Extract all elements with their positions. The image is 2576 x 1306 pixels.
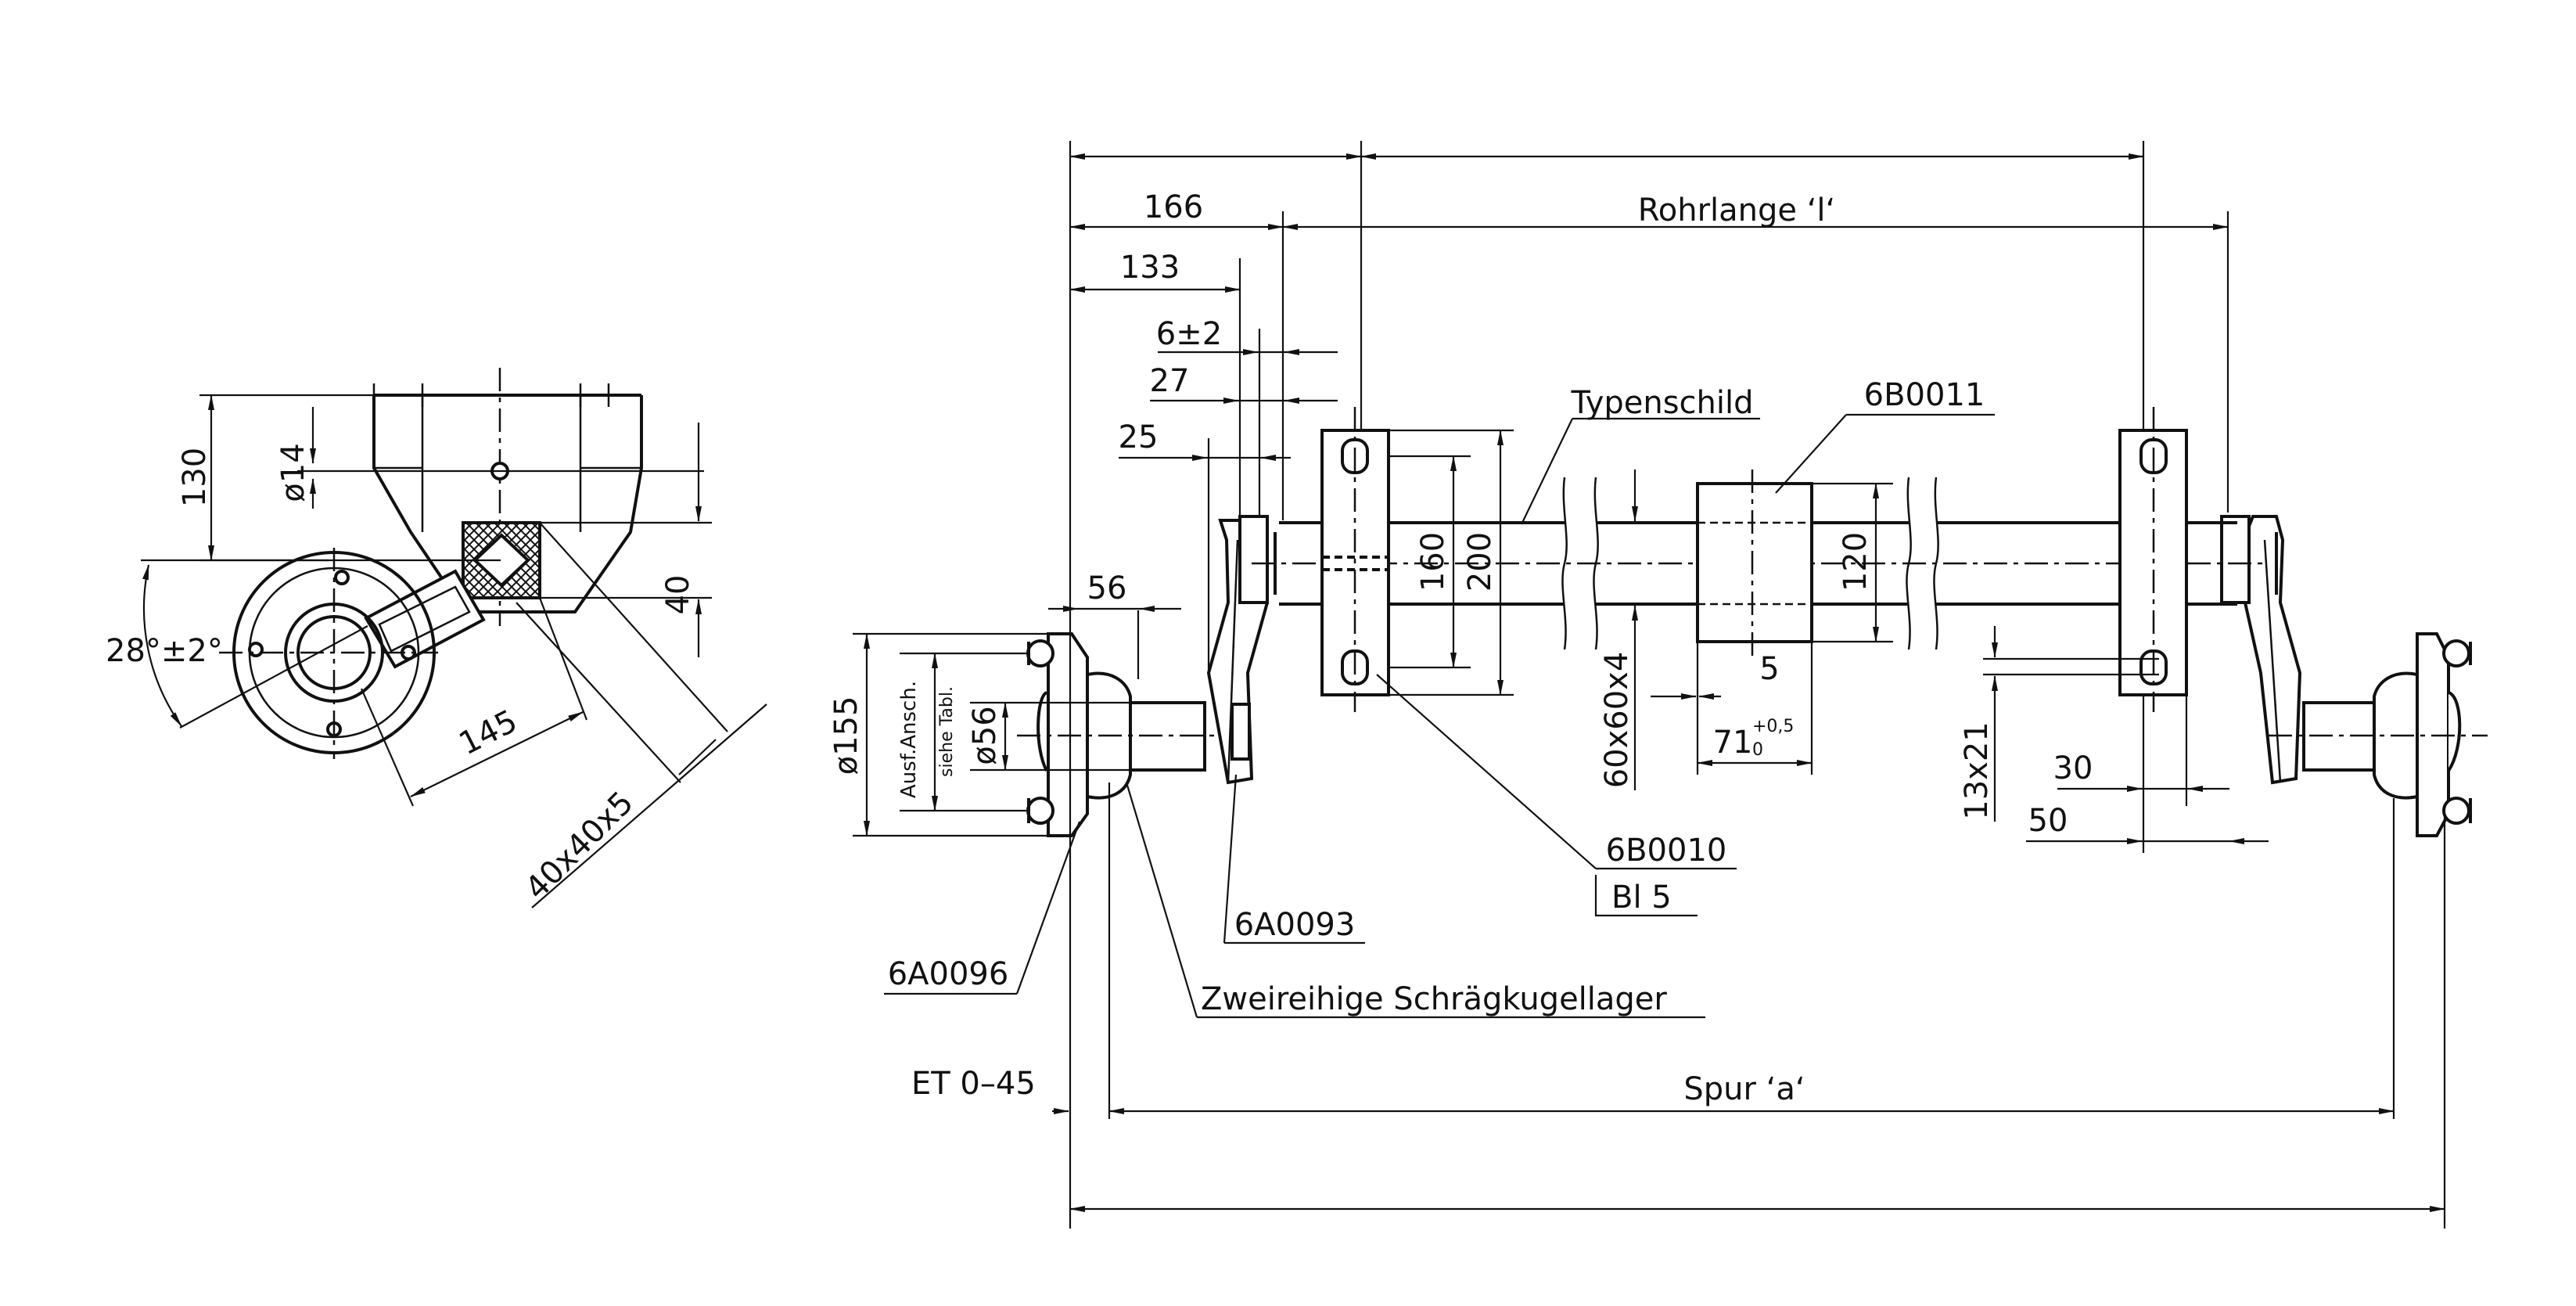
dim-160: 160: [1415, 532, 1451, 592]
part-6A0093: 6A0093: [1234, 907, 1356, 943]
mounting-bracket-side: [372, 368, 643, 626]
dim-25: 25: [1119, 419, 1159, 455]
dim-50: 50: [2028, 803, 2068, 839]
rubber-block-6B0011: [1696, 482, 1813, 643]
dim-71: 71: [1713, 725, 1753, 761]
tube-length-label: Rohrlange ‘l‘: [1638, 192, 1836, 228]
dim-d56: ø56: [967, 706, 1003, 765]
dim-166: 166: [1144, 189, 1203, 225]
dim-6pm2: 6±2: [1156, 316, 1222, 352]
dim-slot: 13x21: [1959, 721, 1995, 819]
dim-d155: ø155: [828, 696, 864, 775]
left-hub: [1017, 632, 1244, 837]
dim-133: 133: [1120, 250, 1180, 286]
dim-56: 56: [1087, 570, 1127, 606]
bearing-label: Zweireihige Schrägkugellager: [1201, 981, 1667, 1017]
track-label: Spur ‘a‘: [1683, 1071, 1805, 1107]
brake-drum-side: [219, 548, 438, 759]
dim-71-tol-low: 0: [1752, 740, 1763, 760]
dim-145: 145: [454, 703, 523, 763]
dim-120: 120: [1838, 532, 1874, 592]
et-label: ET 0–45: [911, 1066, 1036, 1102]
sheet-ref: Bl 5: [1611, 880, 1672, 916]
side-view: 130 ø14 40 28°±2° 145 40x40x5: [106, 368, 767, 908]
part-6A0096: 6A0096: [888, 956, 1009, 992]
front-view: [1017, 407, 2488, 837]
dim-angle: 28°±2°: [106, 633, 223, 669]
dim-130: 130: [177, 448, 213, 507]
right-mounting-plate: [2118, 407, 2188, 712]
dim-27: 27: [1150, 363, 1190, 399]
part-6B0011: 6B0011: [1864, 377, 1985, 413]
dim-40: 40: [660, 575, 696, 615]
swing-arm: [364, 569, 486, 669]
typenschild-label: Typenschild: [1570, 385, 1753, 421]
dim-200: 200: [1462, 532, 1498, 592]
dim-30: 30: [2053, 750, 2093, 786]
dim-d14: ø14: [275, 443, 311, 502]
dimensions-front: 166 Rohrlange ‘l‘ 133 6±2 27 25 Typensch…: [828, 141, 2446, 1229]
dim-profile: 40x40x5: [519, 785, 641, 907]
part-6B0010: 6B0010: [1606, 833, 1727, 869]
dim-tube: 60x60x4: [1599, 652, 1635, 789]
dim-5: 5: [1759, 651, 1779, 687]
torsion-rubber-core: [472, 533, 530, 588]
right-hub: [2269, 632, 2488, 837]
left-mounting-plate: [1320, 407, 1390, 712]
dim-71-tol-up: +0,5: [1752, 717, 1794, 736]
note-ausf-ansch: Ausf.Ansch.: [897, 681, 921, 798]
note-siehe-tabl: siehe Tabl.: [937, 686, 957, 777]
